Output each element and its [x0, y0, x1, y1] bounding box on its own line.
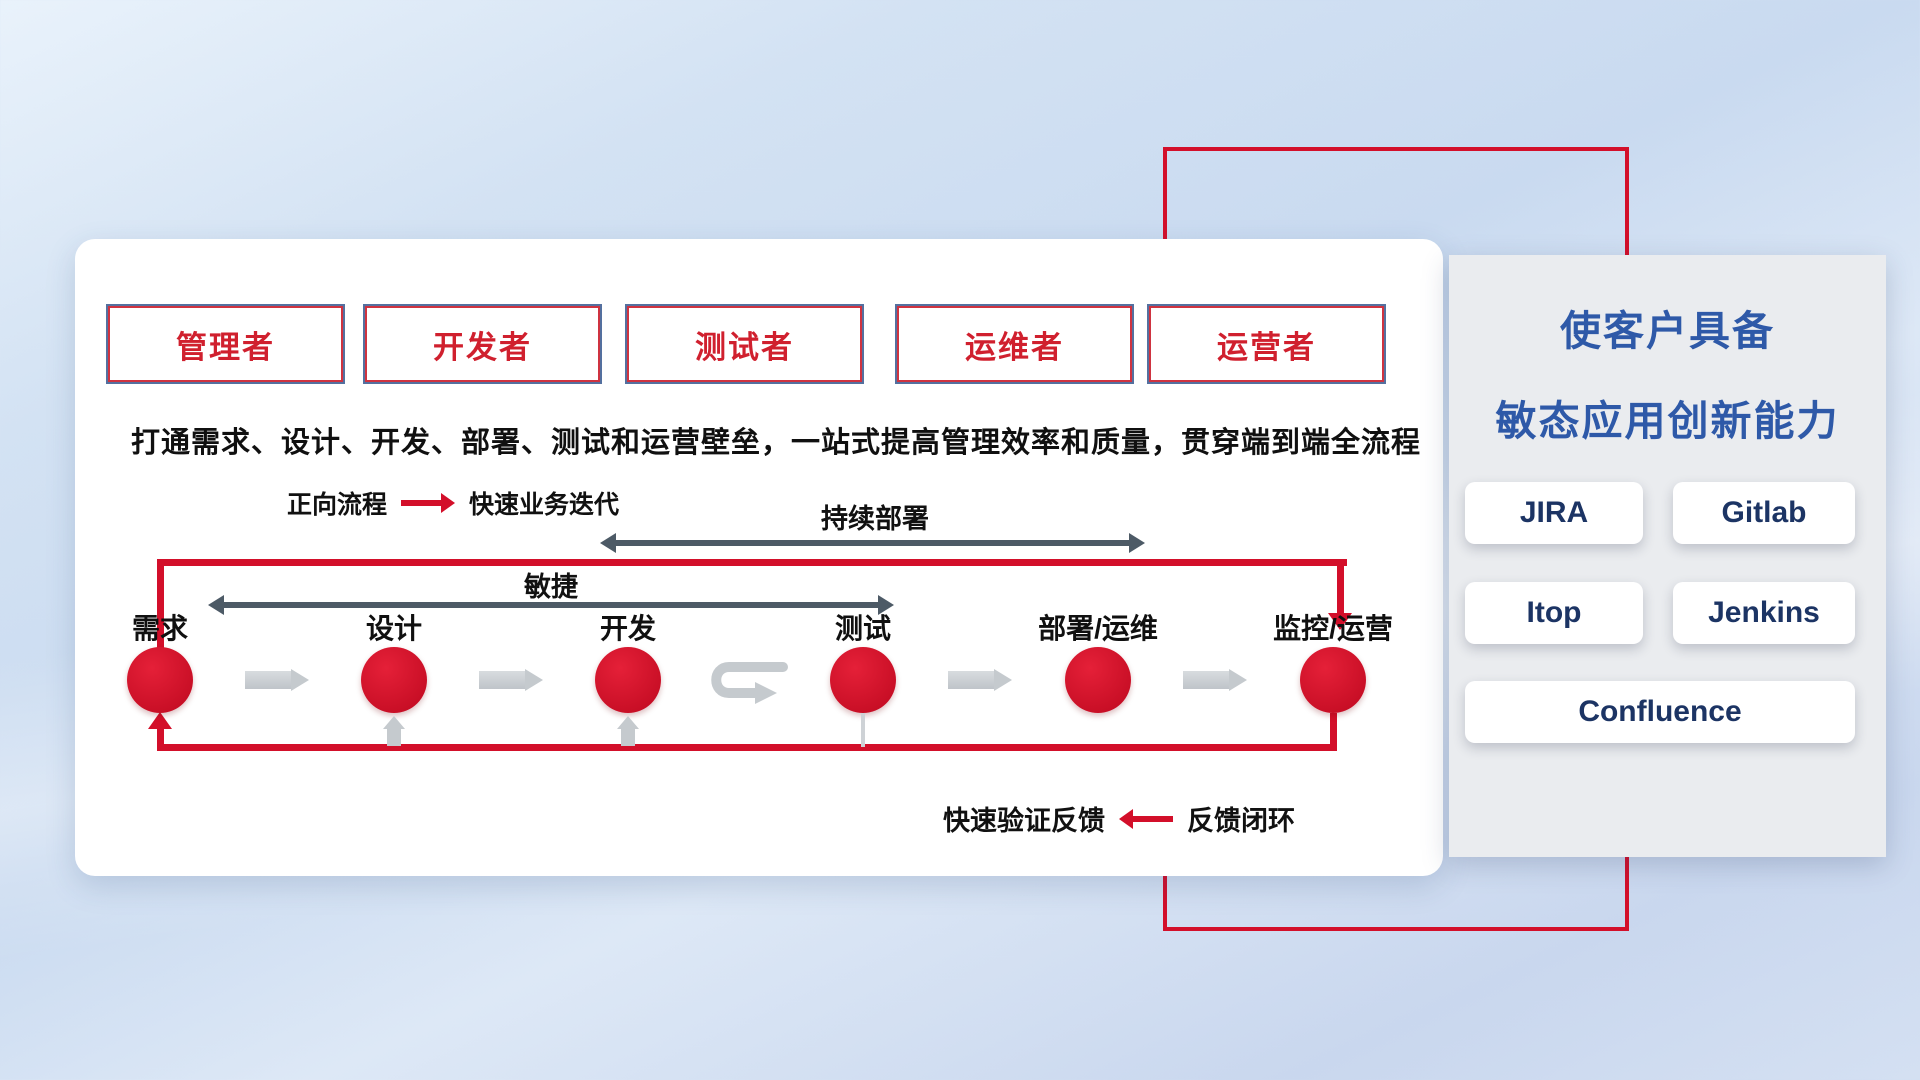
- flow-arrow-icon: [245, 669, 309, 691]
- tool-label: Jenkins: [1708, 596, 1820, 629]
- role-label: 运营者: [1217, 329, 1316, 365]
- stage-label-requirements: 需求: [131, 613, 188, 644]
- tool-label: JIRA: [1519, 496, 1589, 529]
- role-box-developer: 开发者: [365, 306, 600, 382]
- feedback-arrow-icon: [1119, 808, 1173, 829]
- devops-flow-panel: 管理者 开发者 测试者 运维者 运营者 打通需求、设计、开发、部署、测试和运营壁…: [75, 239, 1443, 876]
- red-loop-down-arrow-icon: [1328, 613, 1352, 630]
- red-loop-bottom-horizontal: [157, 744, 1337, 751]
- flow-arrow-icon: [948, 669, 1012, 691]
- red-loop-up-arrow-icon: [148, 712, 172, 729]
- tools-panel: 使客户具备 敏态应用创新能力 JIRA Gitlab Itop Jenkins …: [1449, 255, 1886, 857]
- agile-label: 敏捷: [524, 572, 578, 602]
- stage-node-deploy-ops: [1065, 647, 1131, 713]
- tool-label: Itop: [1526, 596, 1582, 629]
- role-label: 管理者: [176, 329, 275, 365]
- feedback-desc: 快速验证反馈: [943, 806, 1105, 836]
- continuous-deployment-label: 持续部署: [821, 504, 929, 534]
- feedback-legend: 快速验证反馈 反馈闭环: [943, 799, 1295, 838]
- tool-chip-jira: JIRA: [1465, 482, 1643, 544]
- tools-panel-title-line1: 使客户具备: [1560, 308, 1775, 354]
- stage-node-test: [830, 647, 896, 713]
- tool-label: Gitlab: [1721, 496, 1807, 529]
- stage-label-deploy-ops: 部署/运维: [1038, 613, 1158, 644]
- feedback-label: 反馈闭环: [1187, 806, 1295, 836]
- stage-label-design: 设计: [365, 613, 422, 644]
- tool-chip-confluence: Confluence: [1465, 681, 1855, 743]
- red-loop-top-horizontal: [157, 559, 1347, 566]
- stage-label-develop: 开发: [599, 613, 656, 644]
- red-loop-top-left-vertical: [157, 559, 164, 651]
- tool-chip-itop: Itop: [1465, 582, 1643, 644]
- tool-label: Confluence: [1578, 695, 1742, 728]
- role-box-tester: 测试者: [627, 306, 862, 382]
- headline-text: 打通需求、设计、开发、部署、测试和运营壁垒，一站式提高管理效率和质量，贯穿端到端…: [131, 427, 1422, 459]
- feedback-up-arrow-icon: [383, 716, 405, 746]
- stage-node-develop: [595, 647, 661, 713]
- stage-label-monitor-operate: 监控/运营: [1273, 613, 1393, 644]
- forward-flow-label: 正向流程: [287, 491, 388, 519]
- role-label: 测试者: [695, 329, 794, 365]
- flow-arrow-icon: [1183, 669, 1247, 691]
- stage-label-test: 测试: [834, 613, 891, 644]
- role-label: 运维者: [965, 329, 1064, 365]
- forward-arrow-icon: [401, 493, 456, 513]
- stage-node-requirements: [127, 647, 193, 713]
- feedback-up-arrow-icon: [617, 716, 639, 746]
- feedback-drop-line: [861, 713, 865, 747]
- stage-node-design: [361, 647, 427, 713]
- role-label: 开发者: [433, 329, 532, 365]
- stage-node-monitor-operate: [1300, 647, 1366, 713]
- tool-chip-jenkins: Jenkins: [1673, 582, 1855, 644]
- iteration-loop-arrow-icon: [711, 662, 788, 704]
- tools-panel-title-line2: 敏态应用创新能力: [1495, 398, 1840, 444]
- role-box-manager: 管理者: [108, 306, 343, 382]
- red-loop-top-right-vertical: [1337, 559, 1344, 615]
- forward-flow-legend: 正向流程 快速业务迭代: [287, 485, 619, 521]
- agile-arrow-icon: [208, 595, 894, 615]
- red-loop-bottom-left-vertical: [157, 728, 164, 751]
- tool-chip-gitlab: Gitlab: [1673, 482, 1855, 544]
- role-box-operator: 运营者: [1149, 306, 1384, 382]
- continuous-deployment-arrow-icon: [600, 533, 1145, 553]
- flow-arrow-icon: [479, 669, 543, 691]
- red-loop-bottom-right-vertical: [1330, 713, 1337, 751]
- role-box-ops: 运维者: [897, 306, 1132, 382]
- forward-flow-desc: 快速业务迭代: [469, 491, 620, 519]
